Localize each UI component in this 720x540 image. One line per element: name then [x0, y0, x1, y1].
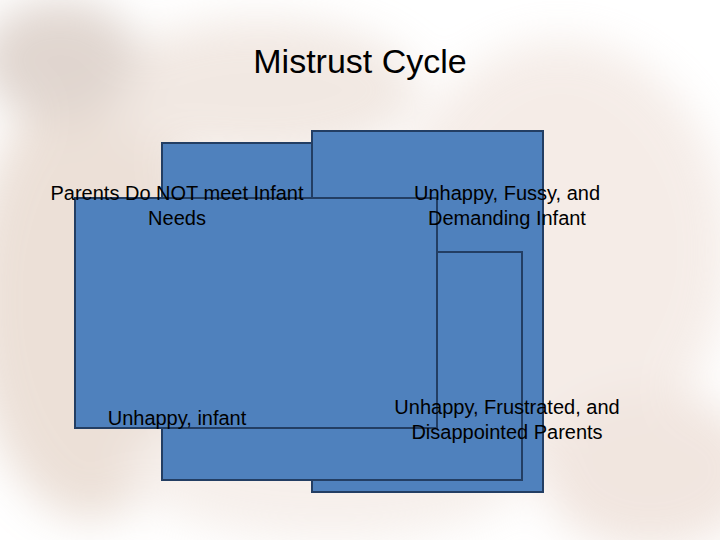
step-text: Unhappy, infant [46, 406, 308, 431]
step-text: Unhappy, Frustrated, and Disappointed Pa… [361, 395, 653, 445]
step-text: Parents Do NOT meet Infant Needs [46, 181, 308, 231]
cycle-step: Parents Do NOT meet Infant Needs [42, 179, 312, 233]
slide-title: Mistrust Cycle [0, 42, 720, 81]
cycle-step: Unhappy, Frustrated, and Disappointed Pa… [357, 393, 657, 447]
cycle-step: Unhappy, infant [42, 404, 312, 433]
step-text: Unhappy, Fussy, and Demanding Infant [366, 181, 648, 231]
cycle-rect [75, 198, 437, 428]
cycle-step: Unhappy, Fussy, and Demanding Infant [362, 179, 652, 233]
